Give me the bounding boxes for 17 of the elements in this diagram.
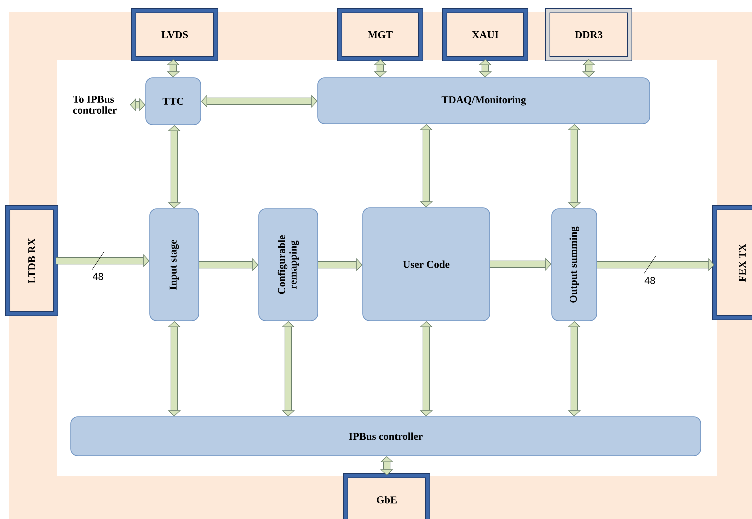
interface-box: XAUI — [442, 8, 528, 62]
process-box: TTC — [146, 78, 202, 126]
interface-box: FEX TX — [712, 206, 752, 320]
edge-label: 48 — [644, 277, 656, 284]
interface-box: MGT — [338, 8, 424, 62]
interface-box: DDR3 — [546, 8, 632, 62]
process-box: TDAQ/Monitoring — [318, 78, 650, 124]
process-box: Configurable remapping — [258, 208, 318, 322]
interface-box: LVDS — [132, 8, 218, 62]
edge-label: 48 — [93, 273, 104, 280]
interface-box: GbE — [344, 473, 430, 519]
process-box: Input stage — [150, 208, 200, 322]
interface-box: LTDB RX — [6, 206, 58, 316]
process-box: User Code — [362, 208, 490, 322]
process-box: Output summing — [552, 208, 598, 322]
process-box: IPBus controller — [70, 416, 702, 456]
node-label: To IPBus controller — [73, 96, 117, 114]
